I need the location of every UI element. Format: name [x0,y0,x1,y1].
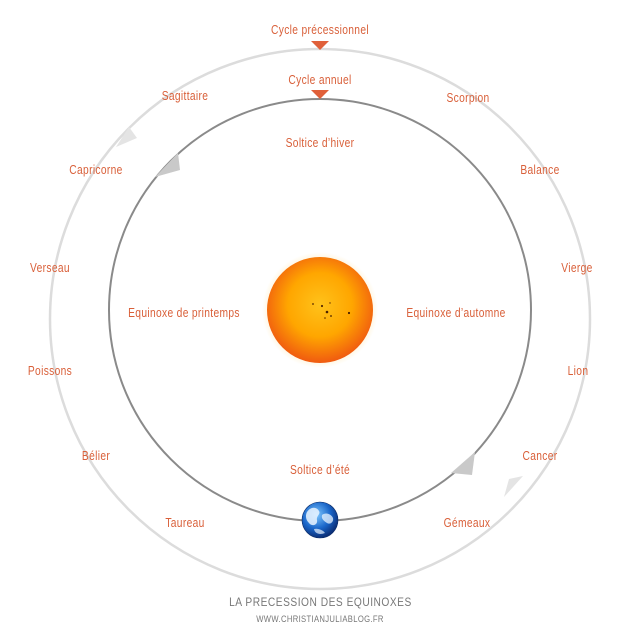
outer-cycle-label-text: Cycle précessionnel [271,23,369,37]
zodiac-label-balance: Balance [516,163,564,177]
zodiac-label-text: Balance [520,163,560,177]
outer-cycle-arrow-icon [116,127,137,147]
zodiac-label-text: Vierge [561,261,593,275]
zodiac-label-capricorne: Capricorne [63,163,128,177]
zodiac-label-taureau: Taureau [161,516,209,530]
season-label-text: Equinoxe de printemps [128,306,240,320]
zodiac-label-text: Capricorne [69,163,123,177]
inner-cycle-label-text: Cycle annuel [288,73,352,87]
earth-icon [301,501,339,539]
season-label-summer: Soltice d’été [283,463,356,477]
zodiac-label-text: Gémeaux [443,516,491,530]
outer-cycle-arrow-icon [504,476,523,497]
zodiac-label-sagittaire: Sagittaire [157,89,214,103]
inner-cycle-label: Cycle annuel [281,73,358,87]
caption-site-text: WWW.CHRISTIANJULIABLOG.FR [256,614,384,624]
zodiac-label-poissons: Poissons [23,364,77,378]
season-label-winter: Soltice d’hiver [278,136,362,150]
zodiac-label-vierge: Vierge [558,261,596,275]
inner-cycle-arrow-icon [155,153,180,177]
caption-site: WWW.CHRISTIANJULIABLOG.FR [0,614,640,624]
zodiac-label-text: Sagittaire [161,89,209,103]
inner-cycle-arrow-icon [451,452,475,475]
zodiac-label-verseau: Verseau [26,261,75,275]
season-label-text: Soltice d’été [289,463,351,477]
season-label-text: Soltice d’hiver [285,136,355,150]
season-label-autumn: Equinoxe d’automne [395,306,516,320]
zodiac-label-text: Lion [567,364,589,378]
zodiac-label-scorpion: Scorpion [442,91,495,105]
zodiac-label-text: Taureau [165,516,205,530]
caption-title: LA PRECESSION DES EQUINOXES [0,595,640,609]
season-label-spring: Equinoxe de printemps [116,306,252,320]
zodiac-label-belier: Bélier [79,449,113,463]
outer-cycle-label: Cycle précessionnel [260,23,379,37]
sun-icon [262,252,378,368]
inner-cycle-marker-icon [311,90,329,99]
zodiac-label-lion: Lion [565,364,590,378]
zodiac-label-text: Bélier [81,449,111,463]
zodiac-label-text: Scorpion [446,91,490,105]
zodiac-label-text: Verseau [30,261,70,275]
caption-title-text: LA PRECESSION DES EQUINOXES [228,595,412,609]
outer-cycle-marker-icon [311,41,329,50]
zodiac-label-gemeaux: Gémeaux [439,516,496,530]
zodiac-label-cancer: Cancer [519,449,562,463]
zodiac-label-text: Cancer [522,449,558,463]
season-label-text: Equinoxe d’automne [406,306,506,320]
zodiac-label-text: Poissons [27,364,73,378]
